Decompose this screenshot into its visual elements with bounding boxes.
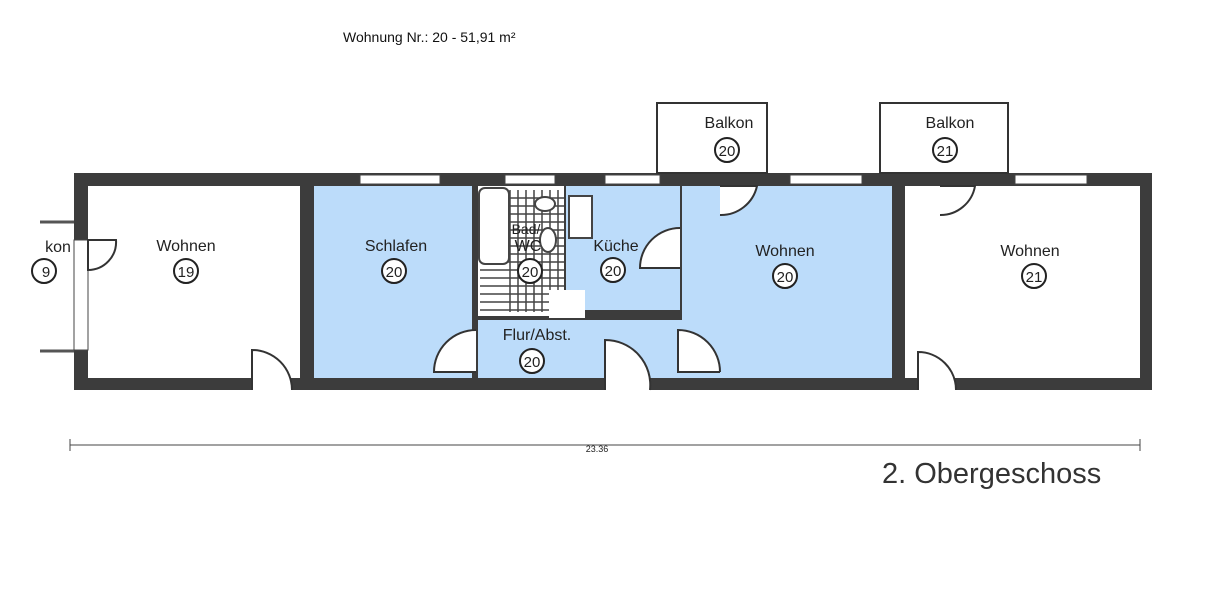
room-number: 20 — [524, 354, 541, 371]
room-label: kon — [45, 239, 71, 256]
balcony-20 — [656, 102, 768, 174]
stove-icon — [568, 195, 593, 239]
room-wohnen-19 — [88, 186, 300, 378]
floor-label: 2. Obergeschoss — [882, 458, 1102, 490]
sink-icon — [539, 227, 557, 253]
room-number: 21 — [937, 143, 954, 160]
windows — [73, 174, 1088, 351]
apartment-title: Wohnung Nr.: 20 - 51,91 m² — [343, 29, 516, 45]
room-label: WC — [515, 238, 542, 255]
room-label: Flur/Abst. — [503, 327, 571, 344]
room-label: Bad/ — [512, 221, 541, 237]
room-number: 20 — [777, 269, 794, 286]
room-label: Balkon — [705, 115, 754, 132]
room-number: 20 — [522, 264, 539, 281]
room-number: 21 — [1026, 269, 1043, 286]
room-number: 20 — [719, 143, 736, 160]
bathtub-icon — [478, 187, 510, 265]
room-number: 20 — [386, 264, 403, 281]
toilet-icon — [534, 196, 556, 212]
doors — [87, 185, 977, 391]
room-number: 9 — [42, 264, 50, 281]
room-label: Schlafen — [365, 238, 427, 255]
dimension-line — [69, 439, 1141, 451]
room-label: Balkon — [926, 115, 975, 132]
room-number: 19 — [178, 264, 195, 281]
balcony-19-partial — [40, 220, 74, 353]
room-label: Wohnen — [156, 238, 215, 255]
room-label: Küche — [593, 238, 638, 255]
room-label: Wohnen — [755, 243, 814, 260]
dimension-label: 23.36 — [586, 444, 609, 454]
room-number: 20 — [605, 263, 622, 280]
shaft — [549, 290, 585, 318]
room-label: Wohnen — [1000, 243, 1059, 260]
